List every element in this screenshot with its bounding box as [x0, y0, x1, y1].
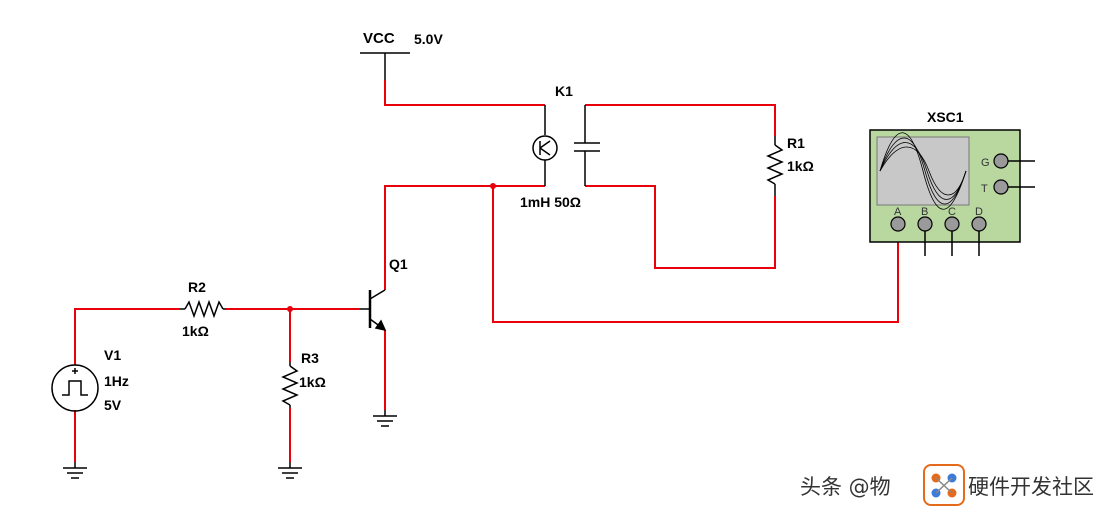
scope-terminal-a[interactable] — [890, 216, 906, 232]
ground-symbol-r3 — [278, 462, 302, 479]
relay-spec: 1mH 50Ω — [520, 194, 581, 210]
wire-contact-top-to-r1[interactable] — [585, 104, 776, 136]
resistor-r1[interactable] — [766, 136, 784, 196]
r1-value: 1kΩ — [787, 158, 814, 174]
transistor-q1[interactable] — [360, 289, 387, 332]
r2-label: R2 — [188, 279, 206, 295]
scope-terminal-b[interactable] — [917, 216, 933, 232]
wire-vcc-to-coil[interactable] — [384, 80, 545, 106]
relay-k1[interactable] — [532, 105, 600, 186]
vcc-symbol[interactable] — [360, 52, 410, 80]
r3-label: R3 — [301, 350, 319, 366]
pulse-source-v1[interactable] — [51, 364, 99, 412]
r3-value: 1kΩ — [299, 374, 326, 390]
wire-probe-a[interactable] — [492, 186, 899, 323]
junction-dot — [490, 183, 496, 189]
ground-symbol-q1 — [373, 410, 397, 427]
vcc-value: 5.0V — [414, 31, 443, 47]
scope-b-label: B — [921, 206, 928, 218]
scope-c-label: C — [948, 206, 956, 218]
scope-terminal-c[interactable] — [944, 216, 960, 232]
junction-dot — [287, 306, 293, 312]
scope-terminal-g[interactable] — [993, 153, 1009, 169]
v1-frequency: 1Hz — [104, 373, 129, 389]
watermark-text-2: 硬件开发社区 — [968, 475, 1094, 499]
v1-amplitude: 5V — [104, 397, 122, 413]
r2-value: 1kΩ — [182, 323, 209, 339]
wire-source-to-r2[interactable] — [74, 308, 180, 365]
scope-waveform — [879, 132, 967, 210]
resistor-r2[interactable] — [180, 299, 226, 319]
watermark-text: 头条 @物 — [800, 475, 891, 499]
scope-a-label: A — [894, 206, 902, 218]
watermark: 头条 @物 硬件开发社区 — [800, 464, 1094, 506]
scope-label: XSC1 — [927, 109, 964, 125]
red-wires — [74, 80, 899, 462]
q1-label: Q1 — [389, 256, 408, 272]
scope-t-label: T — [981, 183, 988, 195]
scope-d-label: D — [975, 206, 983, 218]
v1-label: V1 — [104, 347, 121, 363]
ground-symbol-v1 — [63, 462, 87, 479]
scope-terminal-d[interactable] — [971, 216, 987, 232]
relay-label: K1 — [555, 83, 573, 99]
r1-label: R1 — [787, 135, 805, 151]
oscilloscope-xsc1[interactable] — [869, 129, 1035, 256]
resistor-r3[interactable] — [281, 362, 299, 408]
watermark-logo-icon — [923, 464, 965, 506]
scope-g-label: G — [981, 157, 990, 169]
scope-terminal-t[interactable] — [993, 179, 1009, 195]
vcc-label: VCC — [363, 30, 395, 47]
wire-r1-to-contact-bottom[interactable] — [585, 185, 776, 269]
